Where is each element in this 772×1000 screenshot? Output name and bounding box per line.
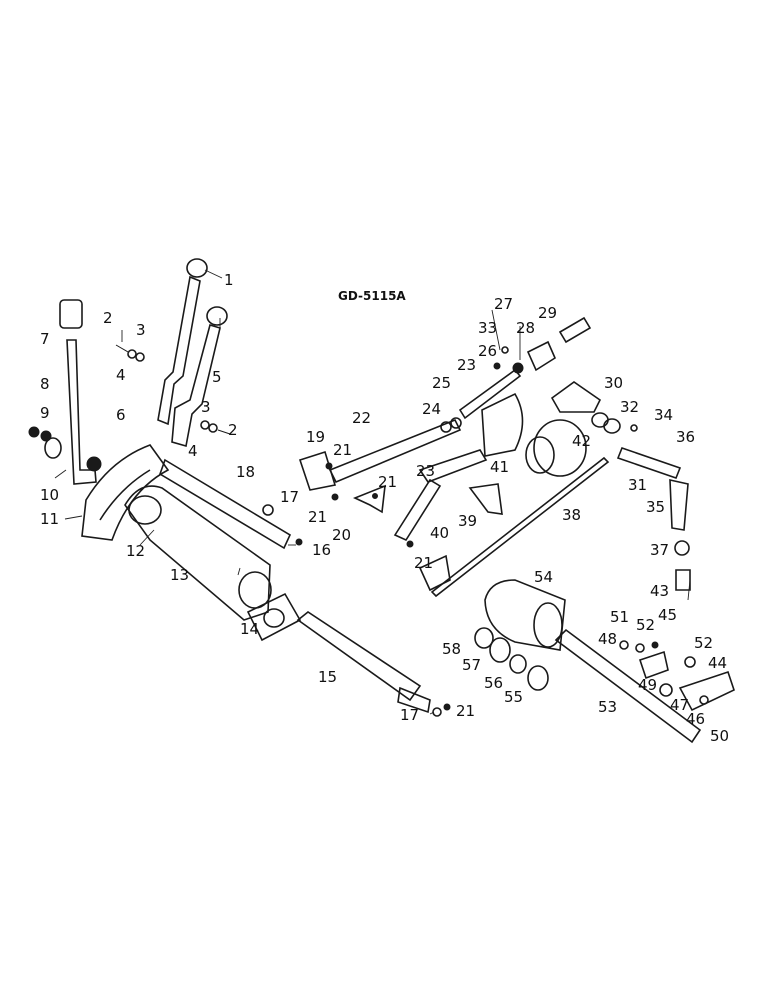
callout-37: 37: [650, 541, 669, 559]
callout-24: 24: [422, 400, 441, 418]
callout-16: 16: [312, 541, 331, 559]
callout-7: 7: [40, 330, 50, 348]
quadrant-11: [81, 444, 170, 541]
callout-labels: 1 2 3 4 5 6 7 8 9 10 11 12 13 14 15 16 1…: [40, 271, 729, 745]
callout-30: 30: [604, 374, 623, 392]
callout-22: 22: [352, 409, 371, 427]
callout-21d: 21: [414, 554, 433, 572]
callout-35: 35: [646, 498, 665, 516]
callout-23b: 23: [416, 462, 435, 480]
callout-19: 19: [306, 428, 325, 446]
callout-17a: 17: [280, 488, 299, 506]
washer-stack-9: [28, 426, 102, 472]
gears-55-58: [474, 627, 549, 691]
callout-27: 27: [494, 295, 513, 313]
callout-2b: 2: [228, 421, 238, 439]
callout-21b: 21: [378, 473, 397, 491]
callout-26: 26: [478, 342, 497, 360]
callout-40: 40: [430, 524, 449, 542]
fork-41: [393, 392, 524, 548]
rod-25: [458, 362, 522, 420]
callout-47: 47: [670, 696, 689, 714]
callout-29: 29: [538, 304, 557, 322]
shift-rail-22: [298, 417, 462, 514]
leader-lines: [54, 269, 691, 715]
callout-43: 43: [650, 582, 669, 600]
callout-48: 48: [598, 630, 617, 648]
callout-13: 13: [170, 566, 189, 584]
callout-3a: 3: [136, 321, 146, 339]
lever-31-36: [616, 424, 691, 591]
callout-28: 28: [516, 319, 535, 337]
callout-11: 11: [40, 510, 59, 528]
housing-54: [484, 579, 566, 651]
parts-26-29: [501, 316, 592, 374]
callout-4a: 4: [116, 366, 126, 384]
gasket-14: [246, 592, 302, 642]
knob-7: [59, 299, 83, 329]
callout-9: 9: [40, 404, 50, 422]
callout-41: 41: [490, 458, 509, 476]
callout-58: 58: [442, 640, 461, 658]
drawing-code: GD-5115A: [338, 289, 406, 303]
callout-51: 51: [610, 608, 629, 626]
callout-52b: 52: [694, 634, 713, 652]
callout-6: 6: [116, 406, 126, 424]
small-parts-44-52: [619, 640, 735, 712]
callout-50: 50: [710, 727, 729, 745]
callout-15: 15: [318, 668, 337, 686]
bracket-30: [550, 381, 602, 413]
callout-1: 1: [224, 271, 234, 289]
shift-lever-5: [171, 306, 228, 448]
housing-13: [124, 485, 272, 621]
callout-20: 20: [332, 526, 351, 544]
callout-23a: 23: [457, 356, 476, 374]
callout-12: 12: [126, 542, 145, 560]
callout-21c: 21: [308, 508, 327, 526]
callout-21a: 21: [333, 441, 352, 459]
callout-31: 31: [628, 476, 647, 494]
callout-53: 53: [598, 698, 617, 716]
callout-17b: 17: [400, 706, 419, 724]
callout-55: 55: [504, 688, 523, 706]
callout-25: 25: [432, 374, 451, 392]
callout-5: 5: [212, 368, 222, 386]
callout-36: 36: [676, 428, 695, 446]
callout-4b: 4: [188, 442, 198, 460]
callout-52a: 52: [636, 616, 655, 634]
callout-2a: 2: [103, 309, 113, 327]
callout-33: 33: [478, 319, 497, 337]
callout-18: 18: [236, 463, 255, 481]
tube-15: [296, 611, 451, 717]
callout-42: 42: [572, 432, 591, 450]
bushing-32: [591, 412, 621, 434]
callout-14: 14: [240, 620, 259, 638]
callout-54: 54: [534, 568, 553, 586]
callout-45: 45: [658, 606, 677, 624]
shaft-18: [159, 458, 303, 550]
callout-8: 8: [40, 375, 50, 393]
callout-38: 38: [562, 506, 581, 524]
shaft-53: [554, 628, 702, 744]
rod-38: [418, 456, 610, 598]
callout-57: 57: [462, 656, 481, 674]
gear-42: [525, 419, 587, 477]
callout-49: 49: [638, 676, 657, 694]
callout-34: 34: [654, 406, 673, 424]
shift-lever-1: [157, 258, 208, 426]
bolts-2-3-4: [115, 344, 231, 435]
callout-10: 10: [40, 486, 59, 504]
callout-39: 39: [458, 512, 477, 530]
callout-3b: 3: [201, 398, 211, 416]
callout-44: 44: [708, 654, 727, 672]
callout-56: 56: [484, 674, 503, 692]
callout-21e: 21: [456, 702, 475, 720]
callout-46: 46: [686, 710, 705, 728]
callout-32: 32: [620, 398, 639, 416]
